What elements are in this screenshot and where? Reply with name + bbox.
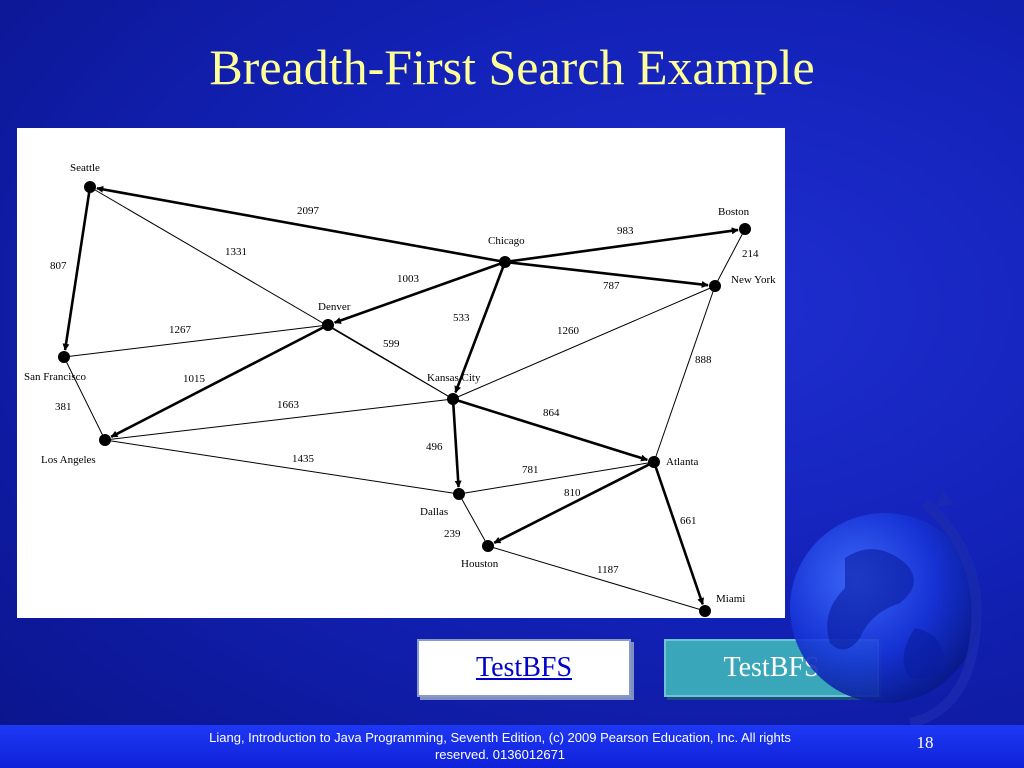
edge-newyork-atlanta <box>653 285 716 463</box>
city-node-houston <box>482 540 494 552</box>
distance-label-chicago-kansascity: 533 <box>453 312 470 324</box>
footer-bar <box>0 725 1024 768</box>
edge-denver-kansascity <box>327 324 454 400</box>
edge-chicago-denver <box>333 260 506 324</box>
edge-chicago-kansascity <box>454 261 507 394</box>
distance-label-losangeles-dallas: 1435 <box>292 453 315 465</box>
edge-atlanta-miami <box>652 461 705 606</box>
distance-label-sanfrancisco-denver: 1267 <box>169 324 192 336</box>
edge-chicago-newyork <box>504 260 709 288</box>
city-label-atlanta: Atlanta <box>666 456 698 468</box>
distance-label-denver-losangeles: 1015 <box>183 373 206 385</box>
city-label-denver: Denver <box>318 301 351 313</box>
city-node-seattle <box>84 181 96 193</box>
distance-label-kansascity-atlanta: 864 <box>543 407 560 419</box>
distance-label-atlanta-houston: 810 <box>564 487 581 499</box>
edge-seattle-sanfrancisco <box>62 186 92 351</box>
edge-sanfrancisco-losangeles <box>63 356 106 441</box>
city-node-sanfrancisco <box>58 351 70 363</box>
distance-label-dallas-houston: 239 <box>444 528 461 540</box>
distance-label-dallas-atlanta: 781 <box>522 464 539 476</box>
city-node-chicago <box>499 256 511 268</box>
globe-icon <box>790 490 982 728</box>
distance-label-chicago-seattle: 2097 <box>297 205 320 217</box>
edge-chicago-boston <box>504 227 739 264</box>
distance-label-chicago-boston: 983 <box>617 225 634 237</box>
slide-title: Breadth-First Search Example <box>209 39 815 95</box>
footer-copyright: Liang, Introduction to Java Programming,… <box>209 730 791 762</box>
city-label-boston: Boston <box>718 206 750 218</box>
distance-label-seattle-kansascity: 1331 <box>225 246 247 258</box>
city-node-miami <box>699 605 711 617</box>
distance-label-seattle-sanfrancisco: 807 <box>50 260 67 272</box>
city-node-denver <box>322 319 334 331</box>
distance-label-houston-miami: 1187 <box>597 564 619 576</box>
city-node-kansascity <box>447 393 459 405</box>
edge-houston-miami <box>487 545 706 612</box>
city-label-kansascity: Kansas City <box>427 372 481 384</box>
distance-label-denver-kansascity: 599 <box>383 338 400 350</box>
city-label-seattle: Seattle <box>70 162 100 174</box>
edge-losangeles-dallas <box>104 439 460 495</box>
city-label-newyork: New York <box>731 274 776 286</box>
distance-label-chicago-denver: 1003 <box>397 273 420 285</box>
edge-losangeles-kansascity <box>104 398 454 441</box>
edge-boston-newyork <box>714 228 746 287</box>
city-label-losangeles: Los Angeles <box>41 454 96 466</box>
edge-kansascity-dallas <box>451 398 462 488</box>
testbfs-link[interactable]: TestBFS <box>417 639 631 697</box>
edge-kansascity-atlanta <box>452 397 648 462</box>
distance-label-kansascity-dallas: 496 <box>426 441 443 453</box>
distance-label-boston-newyork: 214 <box>742 248 759 260</box>
edge-chicago-seattle <box>96 185 506 264</box>
distance-label-sanfrancisco-losangeles: 381 <box>55 401 72 413</box>
edge-kansascity-newyork <box>452 285 716 400</box>
edge-dallas-houston <box>458 493 489 547</box>
distance-label-atlanta-miami: 661 <box>680 515 697 527</box>
edge-denver-losangeles <box>110 323 329 438</box>
distance-label-chicago-newyork: 787 <box>603 280 620 292</box>
city-node-boston <box>739 223 751 235</box>
edge-dallas-atlanta <box>458 461 655 495</box>
city-node-dallas <box>453 488 465 500</box>
city-label-miami: Miami <box>716 593 745 605</box>
page-number: 18 <box>916 733 934 752</box>
city-label-sanfrancisco: San Francisco <box>24 371 87 383</box>
edge-atlanta-houston <box>493 460 655 544</box>
city-node-newyork <box>709 280 721 292</box>
distance-label-losangeles-kansascity: 1663 <box>277 399 300 411</box>
distance-label-newyork-atlanta: 888 <box>695 354 712 366</box>
graph-panel: 2097 807 1331 1267 381 1015 1663 1435 1003 599 533… <box>17 128 785 618</box>
city-node-atlanta <box>648 456 660 468</box>
city-label-dallas: Dallas <box>420 506 448 518</box>
city-label-chicago: Chicago <box>488 235 525 247</box>
graph-diagram: 2097 807 1331 1267 381 1015 1663 1435 1003 599 533… <box>24 162 776 617</box>
edge-sanfrancisco-denver <box>63 324 329 358</box>
city-label-houston: Houston <box>461 558 499 570</box>
distance-label-kansascity-newyork: 1260 <box>557 325 580 337</box>
city-node-losangeles <box>99 434 111 446</box>
